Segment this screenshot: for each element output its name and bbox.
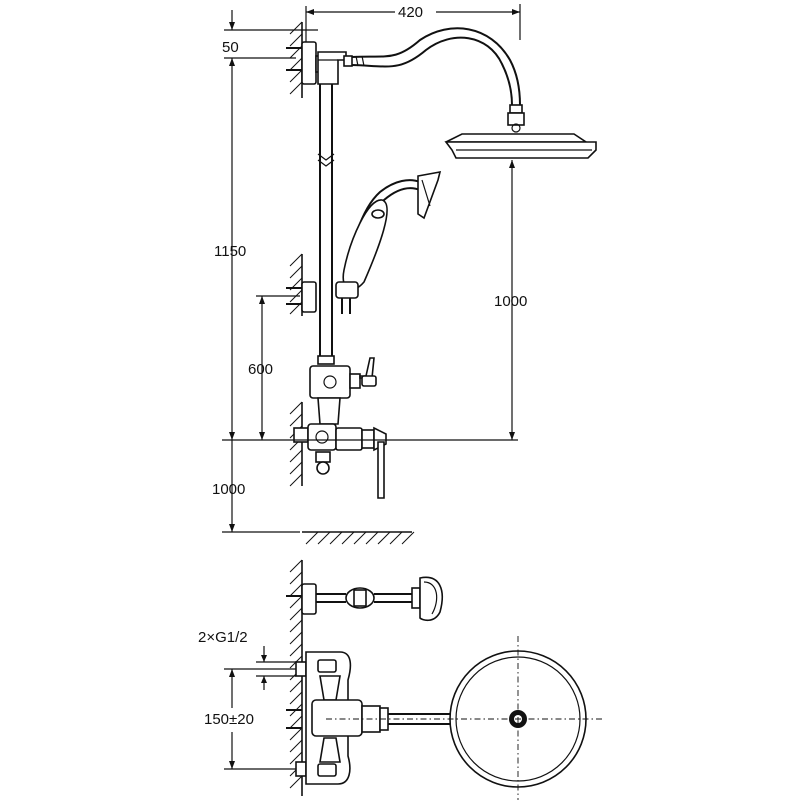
overhead-shower-head bbox=[444, 104, 597, 159]
elevation-view: 420 50 1150 1000 600 1000 bbox=[212, 4, 597, 545]
dim-label-inlet-thread: 2×G1/2 bbox=[198, 629, 248, 646]
dim-label-top-offset: 50 bbox=[222, 39, 239, 56]
hand-shower bbox=[335, 170, 442, 314]
dim-label-width: 420 bbox=[398, 4, 423, 21]
riser-pipe bbox=[317, 84, 335, 358]
wall-section-top bbox=[289, 21, 303, 98]
dim-label-bracket-height: 600 bbox=[248, 361, 273, 378]
dim-label-total-height: 1150 bbox=[214, 243, 246, 260]
plan-dimension-lines bbox=[224, 646, 296, 770]
wall-section-bottom bbox=[289, 401, 303, 487]
floor bbox=[302, 531, 415, 545]
dim-label-inlet-spacing: 150±20 bbox=[204, 711, 254, 728]
plan-view: 2×G1/2 150±20 bbox=[198, 559, 602, 800]
dimension-lines bbox=[222, 4, 521, 533]
diverter-valve bbox=[309, 355, 377, 425]
dim-label-floor-height: 1000 bbox=[212, 481, 245, 498]
wall-section-middle bbox=[289, 253, 303, 316]
gooseneck-arm bbox=[351, 27, 521, 106]
top-elbow bbox=[317, 51, 353, 85]
dim-label-head-height: 1000 bbox=[494, 293, 527, 310]
plan-hand-shower bbox=[286, 576, 444, 622]
middle-wall-bracket bbox=[286, 281, 317, 313]
mixer-valve bbox=[293, 423, 387, 499]
